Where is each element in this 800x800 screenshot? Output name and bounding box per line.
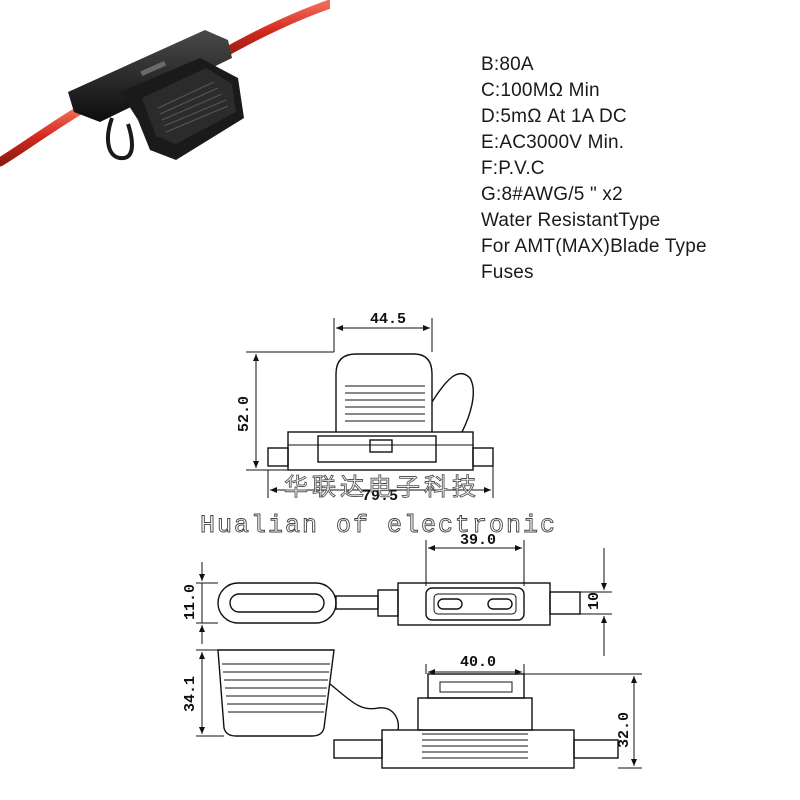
dim-bot-width: 40.0 [460, 654, 496, 671]
dim-mid-height: 11.0 [182, 584, 199, 620]
bot-cap [217, 649, 335, 737]
red-wire-left [0, 105, 85, 167]
product-photo [0, 0, 330, 167]
spec-water-resistant: Water ResistantType [481, 210, 661, 231]
mid-body [397, 582, 551, 626]
middle-view: 39.0 11.0 10 [182, 532, 612, 656]
dim-bot-cap-height: 34.1 [182, 676, 199, 712]
dim-top-width: 44.5 [370, 311, 406, 328]
dim-bot-height: 32.0 [616, 712, 633, 748]
watermark-chinese: 华联达电子科技 [284, 473, 480, 501]
top-view: 44.5 52.0 79.5 [236, 311, 494, 505]
dim-mid-side: 10 [586, 592, 603, 610]
red-wire-right [210, 0, 330, 63]
spec-list: B:80A C:100MΩ Min D:5mΩ At 1A DC E:AC300… [481, 52, 707, 286]
bottom-view: 34.1 40.0 32.0 [182, 649, 642, 769]
holder-body [68, 30, 232, 122]
technical-drawing: 44.5 52.0 79.5 华联达电子科技 Hualian of electr… [182, 311, 642, 769]
spec-fuse-type-cont: Fuses [481, 262, 534, 283]
spec-dielectric: E:AC3000V Min. [481, 132, 625, 153]
spec-insulation: C:100MΩ Min [481, 80, 600, 101]
spec-fuse-type: For AMT(MAX)Blade Type [481, 236, 707, 257]
spec-contact-resistance: D:5mΩ At 1A DC [481, 106, 627, 127]
dim-top-height: 52.0 [236, 396, 253, 432]
top-cap [335, 353, 433, 432]
strap-loop [106, 117, 134, 161]
dim-mid-inner-width: 39.0 [460, 532, 496, 549]
dim-top-length: 79.5 [362, 488, 398, 505]
spec-material: F:P.V.C [481, 158, 545, 179]
spec-rating: B:80A [481, 54, 534, 75]
bot-body [381, 729, 575, 769]
spec-wire: G:8#AWG/5 " x2 [481, 184, 623, 205]
mid-cap [217, 582, 337, 624]
watermark-english: Hualian of electronic [200, 511, 557, 540]
top-base [287, 431, 474, 471]
